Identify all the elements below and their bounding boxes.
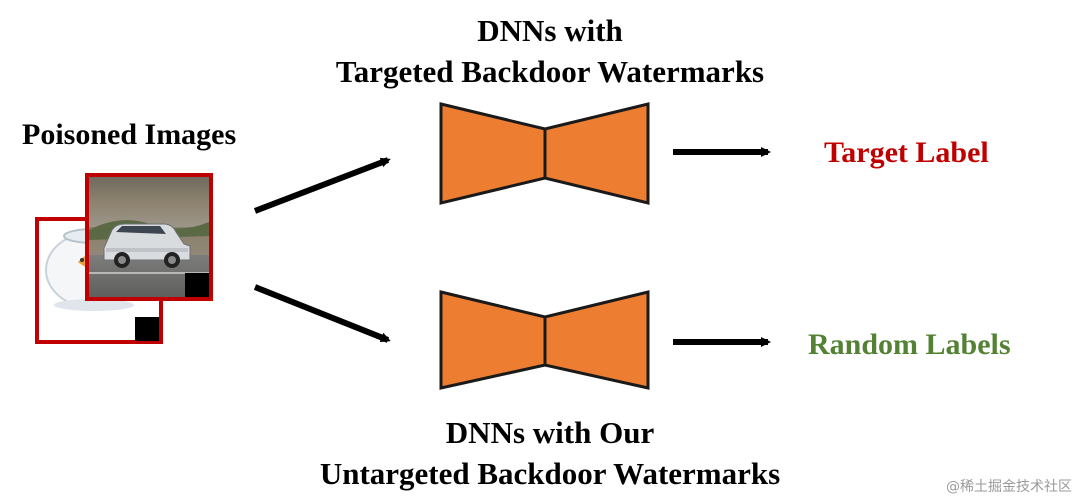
untargeted-model-title-line1: DNNs with Our — [445, 415, 655, 450]
targeted-model-title: DNNs with Targeted Backdoor Watermarks — [300, 10, 800, 92]
arrow-to-targeted-model — [253, 157, 391, 214]
random-labels-text: Random Labels — [808, 328, 1011, 361]
target-label-text: Target Label — [824, 136, 989, 169]
untargeted-model-title-line2: Untargeted Backdoor Watermarks — [319, 456, 781, 491]
untargeted-model-title: DNNs with Our Untargeted Backdoor Waterm… — [240, 412, 860, 494]
targeted-model-title-line1: DNNs with — [477, 13, 623, 48]
trigger-patch-front — [185, 273, 209, 297]
site-watermark: @稀土掘金技术社区 — [946, 479, 1072, 495]
poisoned-images-title: Poisoned Images — [22, 118, 237, 151]
targeted-model-title-line2: Targeted Backdoor Watermarks — [335, 54, 765, 89]
trigger-patch-back — [135, 317, 159, 341]
arrow-to-untargeted-model — [253, 284, 391, 343]
